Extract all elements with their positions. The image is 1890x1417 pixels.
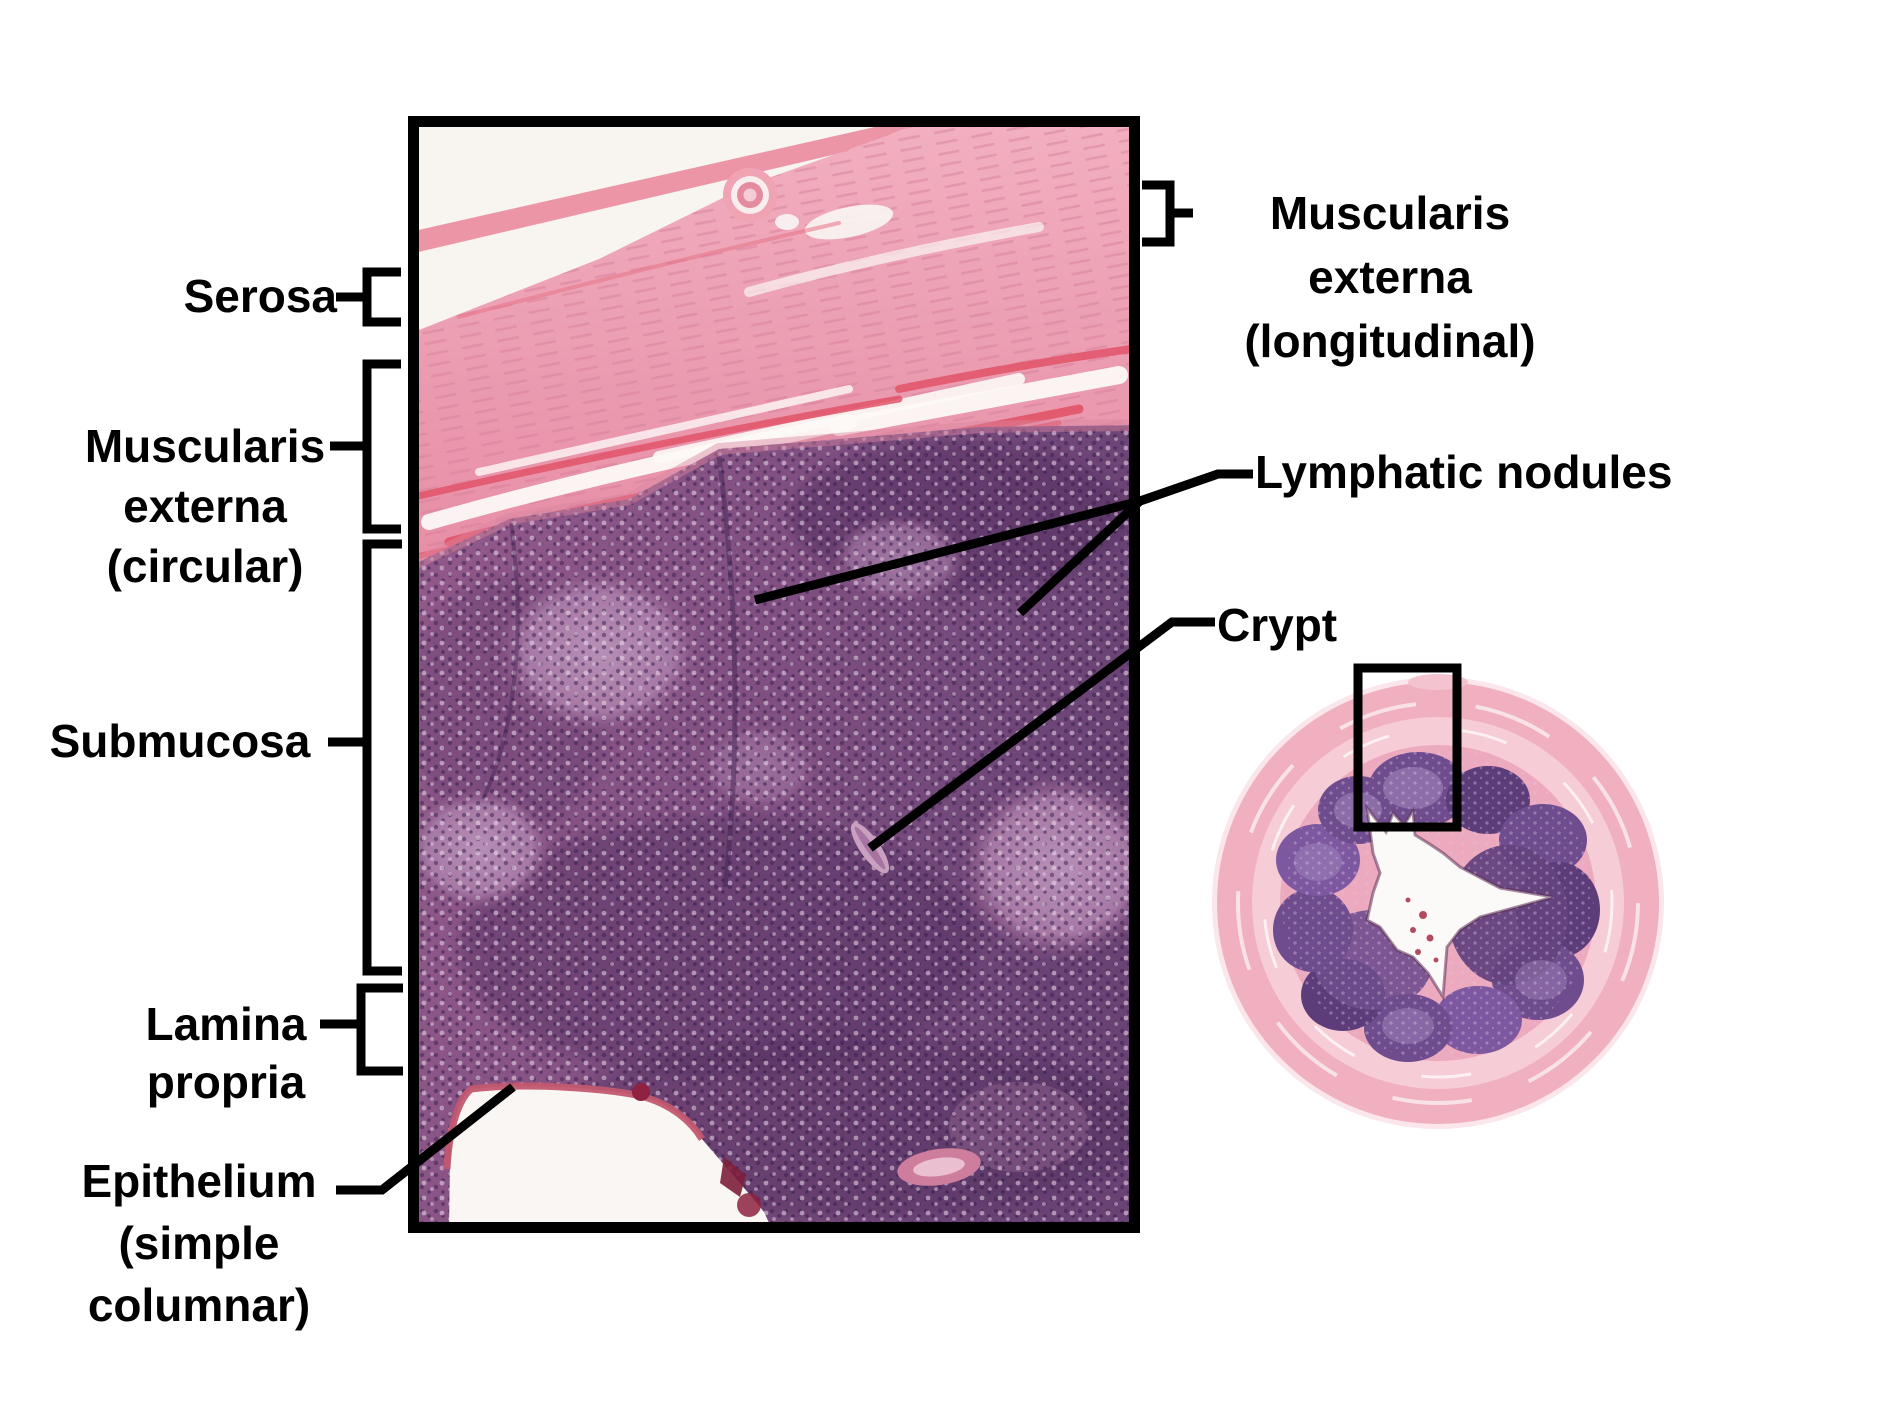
label-lymphatic-nodules: Lymphatic nodules	[1255, 446, 1673, 498]
overview-micrograph	[1212, 663, 1664, 1129]
label-serosa: Serosa	[183, 270, 337, 322]
label-muscularis-externa-longitudinal: Muscularis externa (longitudinal)	[1244, 187, 1536, 367]
inset-rectangle	[1353, 663, 1462, 832]
main-micrograph-frame	[404, 116, 1159, 1233]
label-submucosa: Submucosa	[49, 715, 311, 767]
main-micrograph	[404, 117, 1159, 1227]
submucosa-bracket	[362, 539, 402, 976]
label-epithelium-simple-columnar: Epithelium (simple columnar)	[81, 1155, 317, 1331]
muscularis-circular-bracket	[362, 359, 401, 534]
lumen	[1364, 802, 1554, 1002]
blood-vessel	[723, 168, 799, 230]
label-crypt: Crypt	[1217, 599, 1338, 651]
label-muscularis-externa-circular: Muscularis externa (circular)	[84, 420, 326, 592]
label-lamina-propria: Lamina propria	[145, 998, 307, 1108]
muscularis-longitudinal-bracket	[1142, 180, 1175, 247]
serosa-bracket	[362, 267, 401, 327]
lumen-debris	[1405, 897, 1439, 963]
